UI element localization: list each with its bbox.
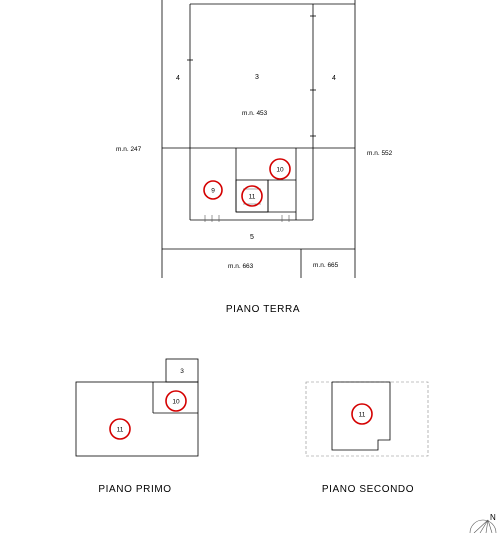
unit-9-highlight xyxy=(203,180,223,200)
north-letter: N xyxy=(490,513,496,522)
mappale-665-label: m.n. 665 xyxy=(313,262,339,269)
primo-unit-10-highlight xyxy=(165,390,187,412)
sub-4-right-label: 4 xyxy=(332,75,336,82)
primo-unit-10-label: 10 xyxy=(172,399,180,406)
unit-10-highlight xyxy=(269,158,291,180)
secondo-unit-11-label: 11 xyxy=(359,412,366,419)
sub-5-label: 5 xyxy=(250,234,254,241)
unit-11-label: 11 xyxy=(249,194,256,201)
mappale-552-label: m.n. 552 xyxy=(367,150,393,157)
piano-primo-title: PIANO PRIMO xyxy=(98,484,171,495)
north-arrow-icon: N xyxy=(469,513,497,533)
piano-primo-plan: 3 10 11 PIANO PRIMO xyxy=(75,358,199,495)
mappale-453-label: m.n. 453 xyxy=(242,110,268,117)
sub-3-label: 3 xyxy=(255,74,259,81)
piano-terra-plan: 4 3 4 m.n. 453 m.n. 247 m.n. 552 5 m.n. … xyxy=(116,0,393,315)
primo-unit-11-label: 11 xyxy=(117,427,124,434)
unit-11-highlight xyxy=(241,185,263,207)
secondo-unit-11-highlight xyxy=(351,403,373,425)
piano-terra-title: PIANO TERRA xyxy=(226,304,300,315)
piano-secondo-plan: 11 PIANO SECONDO xyxy=(305,381,429,495)
unit-9-label: 9 xyxy=(211,188,215,195)
primo-sub-3-label: 3 xyxy=(180,368,184,375)
sub-4-left-label: 4 xyxy=(176,75,180,82)
primo-unit-11-highlight xyxy=(109,418,131,440)
mappale-663-label: m.n. 663 xyxy=(228,263,254,270)
mappale-247-label: m.n. 247 xyxy=(116,146,142,153)
piano-secondo-title: PIANO SECONDO xyxy=(322,484,414,495)
unit-10-label: 10 xyxy=(276,167,284,174)
